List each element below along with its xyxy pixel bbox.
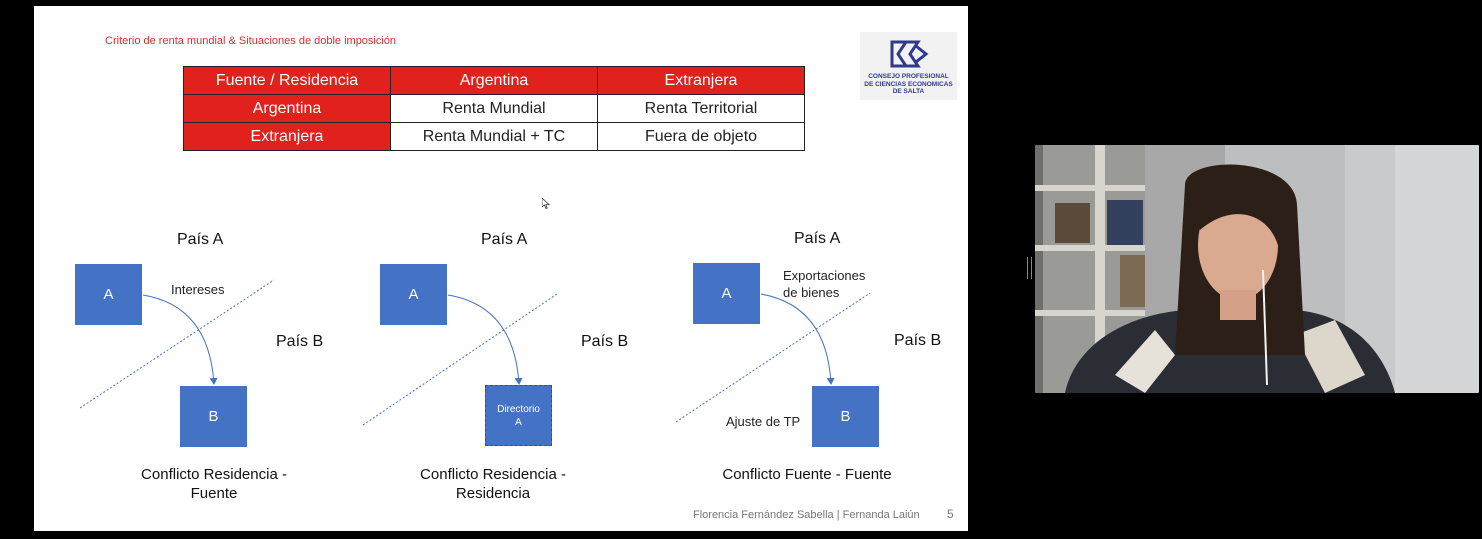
directorio-box: Directorio A [485,385,552,446]
table-row: Extranjera Renta Mundial + TC Fuera de o… [183,122,805,151]
page-number: 5 [947,507,954,521]
entity-a-box: A [380,264,447,325]
country-a-label: País A [481,231,528,248]
border-line-1 [79,279,275,409]
diagram-caption: Conflicto Fuente - Fuente [722,466,892,483]
flow-label: Intereses [171,282,225,297]
country-b-label: País B [276,333,324,350]
income-criteria-table: Fuente / Residencia Argentina Extranjera… [183,66,805,151]
logo-emblem-icon [890,40,929,68]
logo-text: CONSEJO PROFESIONAL DE CIENCIAS ECONOMIC… [864,73,953,95]
flow-arrow-3 [760,293,835,385]
flow-label: Exportaciones de bienes [783,268,866,300]
flow-arrow-2 [447,294,523,385]
mouse-cursor-icon [541,197,551,211]
entity-b-box: B [180,386,247,447]
border-line-2 [362,293,558,426]
participant-video[interactable] [1035,145,1479,393]
entity-a-box: A [75,264,142,325]
country-a-label: País A [177,231,224,248]
country-b-label: País B [894,332,942,349]
slide-title: Criterio de renta mundial & Situaciones … [105,35,397,47]
table-cell: Renta Territorial [597,94,805,123]
organization-logo: CONSEJO PROFESIONAL DE CIENCIAS ECONOMIC… [860,32,957,100]
table-row: Argentina Renta Mundial Renta Territoria… [183,94,805,123]
table-cell: Fuera de objeto [597,122,805,151]
table-cell: Renta Mundial + TC [390,122,598,151]
table-cell: Renta Mundial [390,94,598,123]
entity-b-box: B [812,386,879,447]
participant-video-frame [1035,145,1479,393]
flow-arrow-1 [142,294,218,385]
diagram-lines [79,279,871,426]
panel-resize-handle[interactable] [1027,257,1032,279]
border-line-3 [675,292,871,423]
presentation-slide: Criterio de renta mundial & Situaciones … [34,6,968,531]
table-row-header: Argentina [183,94,391,123]
diagram-caption: Conflicto Residencia - Fuente [141,466,287,502]
slide-footer: Florencia Fernández Sabella | Fernanda L… [693,509,920,521]
side-label: Ajuste de TP [726,414,801,429]
country-a-label: País A [794,230,841,247]
entity-a-box: A [693,263,760,324]
country-b-label: País B [581,333,629,350]
diagram-caption: Conflicto Residencia - Residencia [420,466,566,502]
